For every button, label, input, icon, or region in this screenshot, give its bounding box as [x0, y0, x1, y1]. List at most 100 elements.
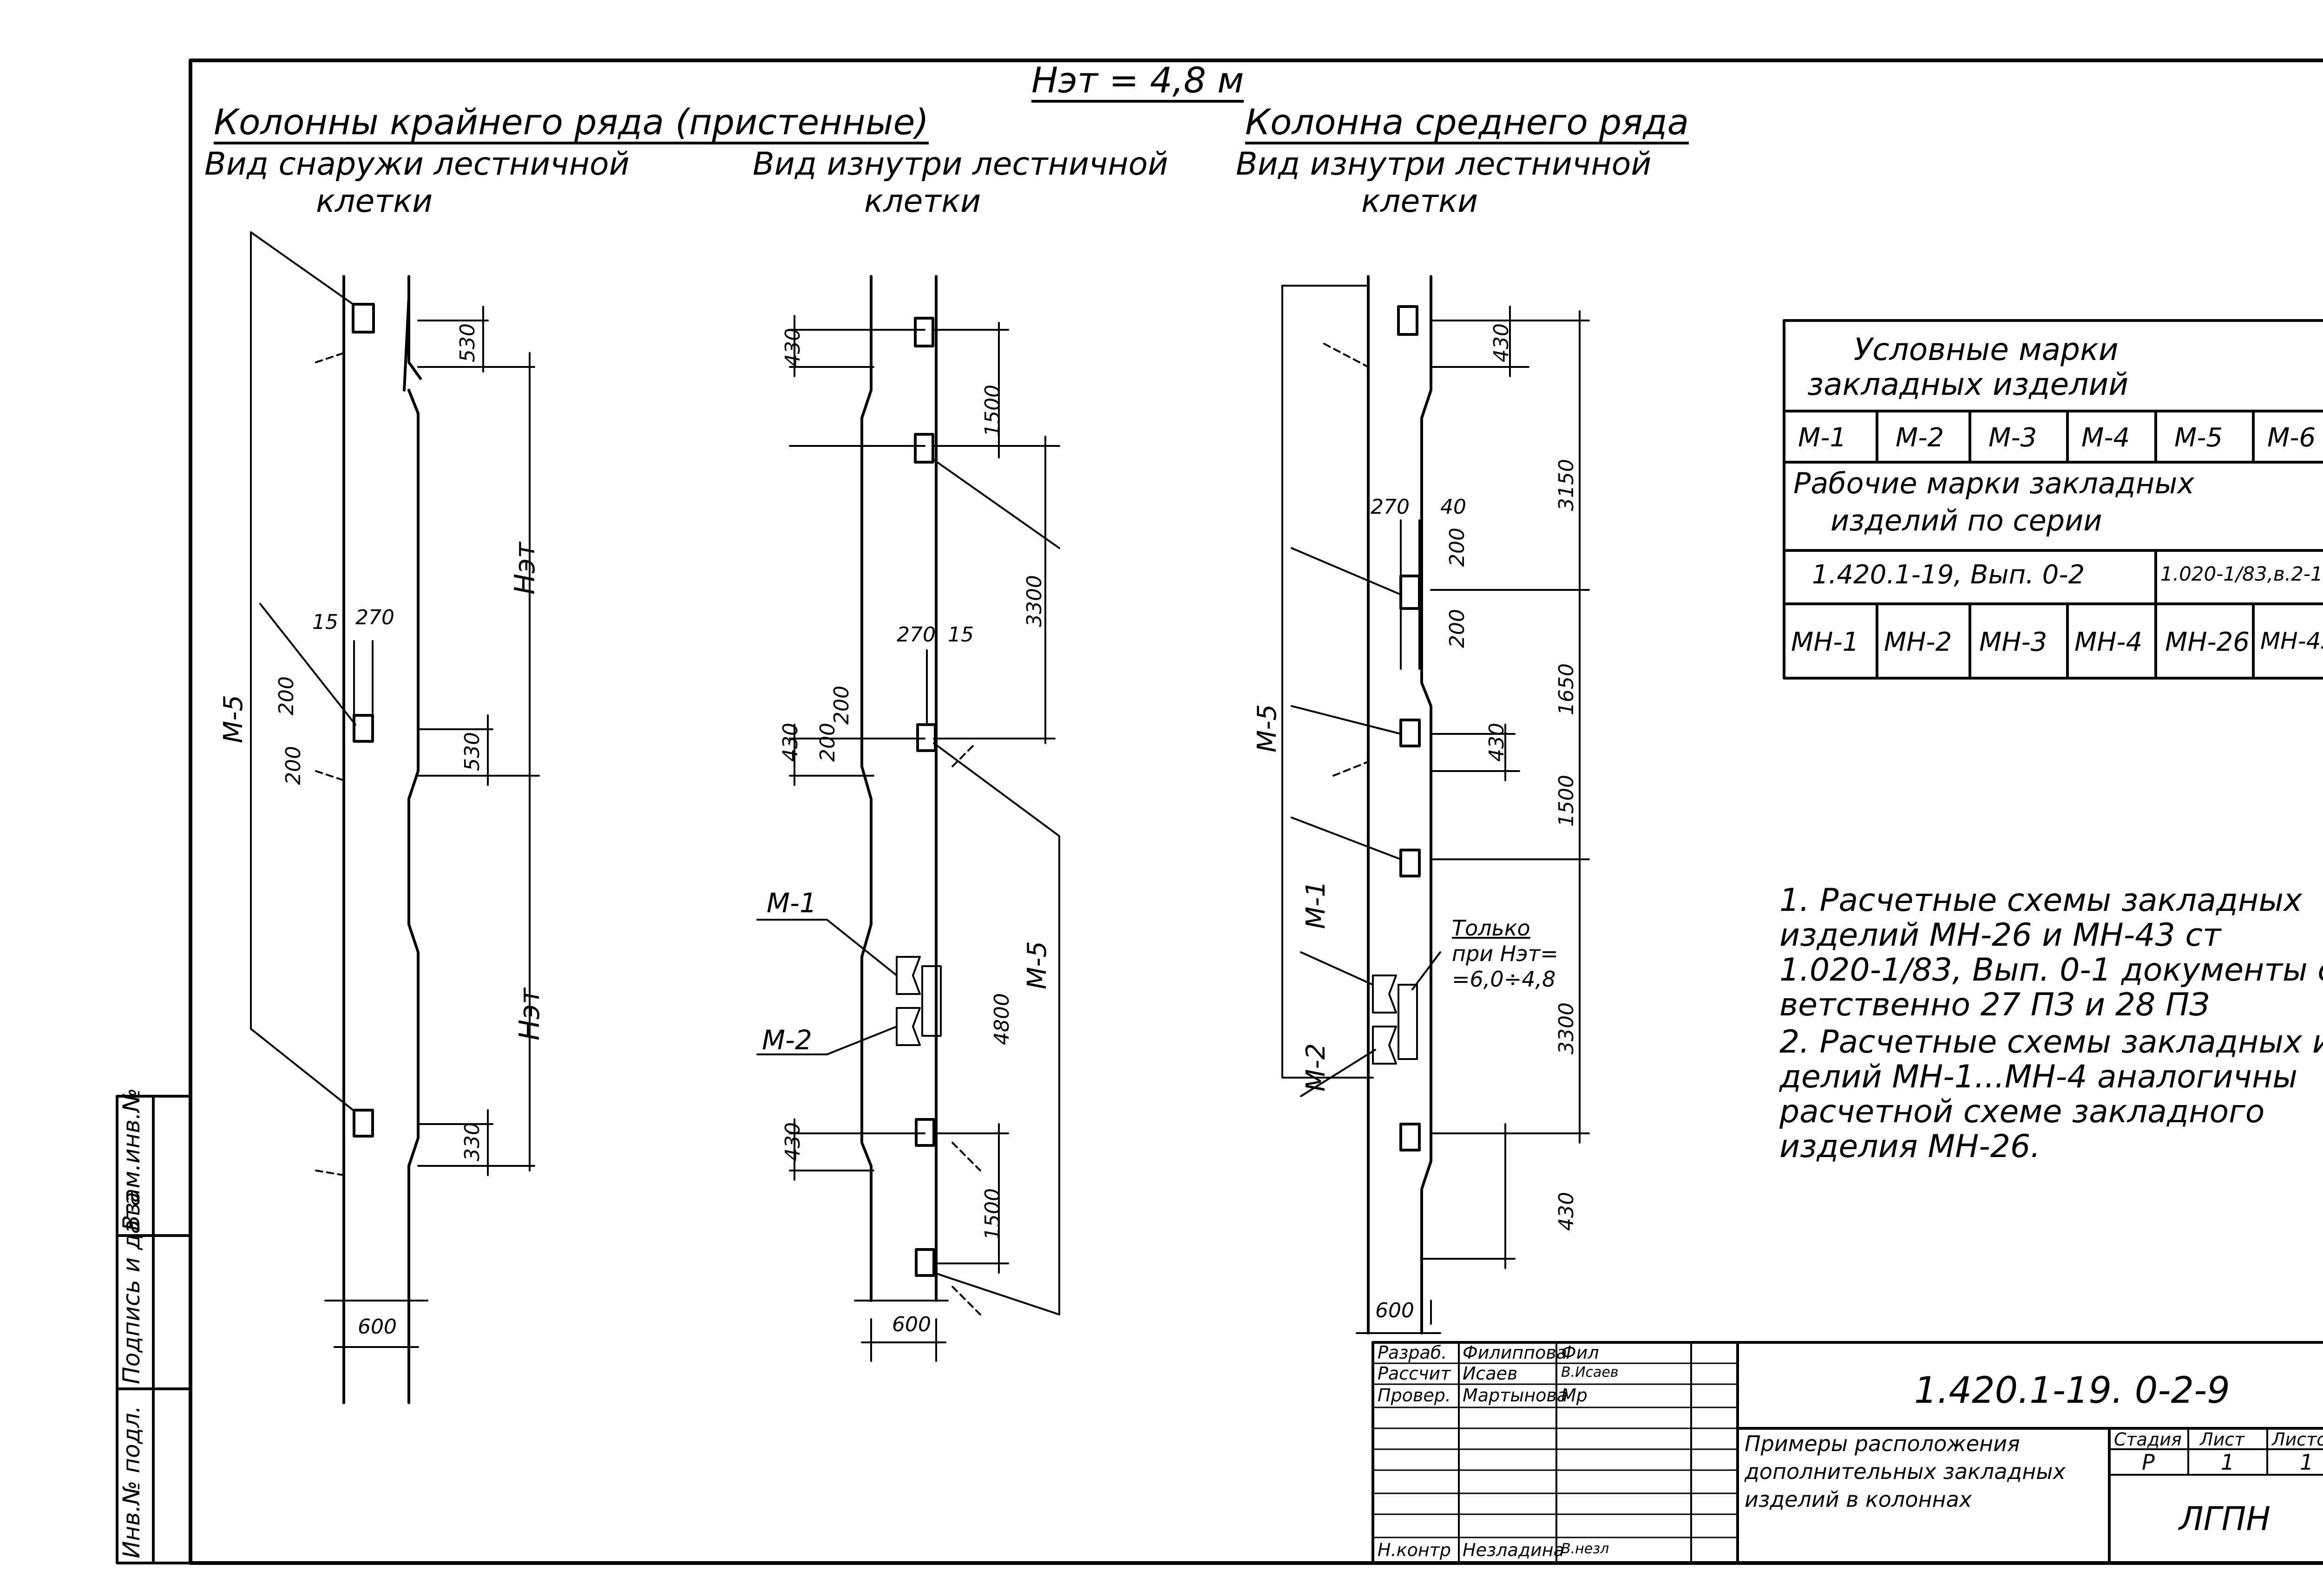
col2-dim: 4800 — [990, 993, 1014, 1045]
col3-note-line1: Только — [1452, 916, 1530, 941]
col3-note-line2: при Нэт= — [1452, 941, 1558, 966]
legend-mark: М-6 — [2267, 423, 2316, 453]
stamp-name: Исаев — [1463, 1363, 1518, 1384]
left-view1-title: Вид снаружи лестничной — [204, 146, 630, 183]
legend-series-b: 1.020-1/83,в.2-15 — [2160, 563, 2323, 585]
legend-work-mark: МН-26 — [2165, 627, 2250, 657]
side-strip-replace: Взам.инв.№ — [118, 1088, 145, 1231]
col2-dim: 270 — [897, 623, 936, 647]
left-group-title: Колонны крайнего ряда (пристенные) — [214, 105, 929, 144]
stamp-role: Н.контр — [1378, 1540, 1451, 1560]
stamp-code: 1.420.1-19. 0-2-9 — [1914, 1370, 2230, 1412]
col2-mark-m2: М-2 — [762, 1024, 812, 1056]
col3-dim: 200 — [1445, 609, 1469, 648]
col3-note-line3: =6,0÷4,8 — [1452, 967, 1556, 992]
stamp-sign: Мр — [1561, 1385, 1588, 1406]
legend-title-b: закладных изделий — [1807, 366, 2129, 402]
stamp-sign: В.Исаев — [1561, 1364, 1619, 1380]
stamp-sign: Фил — [1561, 1342, 1599, 1363]
col2-dim: 430 — [779, 723, 802, 762]
col1-dim: 600 — [358, 1315, 397, 1339]
stamp-stage: Р — [2142, 1450, 2155, 1475]
left-view2-title-b: клетки — [864, 183, 981, 220]
col3-mark-m5: М-5 — [1252, 704, 1282, 752]
right-view-title: Вид изнутри лестничной — [1236, 146, 1652, 183]
stamp-sheets-header: Листов — [2272, 1429, 2323, 1450]
col2-dim: 1500 — [981, 1188, 1004, 1240]
stamp-name: Мартынова — [1463, 1385, 1568, 1406]
col1-dim: 200 — [275, 676, 298, 715]
stamp-sheet-header: Лист — [2200, 1429, 2245, 1450]
col3-dim: 430 — [1485, 723, 1509, 762]
stamp-sheet: 1 — [2221, 1450, 2235, 1475]
col2-mark: М-5 — [1022, 941, 1052, 989]
col2-dim: 200 — [830, 686, 853, 725]
col3-dim: 200 — [1445, 528, 1469, 567]
col3-dim: 1650 — [1555, 663, 1578, 715]
col1-dim: 270 — [355, 606, 394, 629]
col1-dim: 200 — [282, 746, 305, 785]
height-note: Нэт = 4,8 м — [1031, 63, 1244, 103]
col1-dim: 530 — [460, 732, 484, 771]
note-line: 2. Расчетные схемы закладных из- — [1779, 1024, 2323, 1060]
col1-dim: 530 — [456, 323, 479, 362]
col3-dim: 40 — [1440, 495, 1466, 519]
side-strip-inv: Инв.№ подл. — [118, 1405, 145, 1558]
stamp-title-line: изделий в колоннах — [1745, 1487, 1972, 1512]
col1-dim: 330 — [460, 1122, 484, 1161]
col2-dim: 600 — [892, 1313, 931, 1336]
col2-dim: 15 — [948, 623, 974, 647]
legend-mark: М-2 — [1896, 423, 1944, 453]
col3-dim: 430 — [1555, 1192, 1578, 1231]
col1-mark: М-5 — [218, 694, 249, 743]
col3-dim: 600 — [1375, 1299, 1414, 1322]
stamp-sign: В.незл — [1561, 1541, 1609, 1557]
col1-dim: Нэт — [509, 542, 541, 595]
note-line: изделий МН-26 и МН-43 ст — [1779, 917, 2221, 954]
legend-mark: М-1 — [1798, 423, 1847, 453]
legend-mark: М-5 — [2174, 423, 2223, 453]
legend-series-a: 1.420.1-19, Вып. 0-2 — [1812, 560, 2085, 590]
stamp-role: Разраб. — [1378, 1342, 1447, 1363]
note-line: 1.020-1/83, Вып. 0-1 документы соот- — [1779, 952, 2323, 988]
note-line: ветственно 27 ПЗ и 28 ПЗ — [1779, 987, 2210, 1023]
stamp-title-line: дополнительных закладных — [1745, 1459, 2066, 1484]
stamp-name: Филиппова — [1463, 1342, 1568, 1363]
col3-mark-m2: М-2 — [1301, 1043, 1331, 1092]
col2-dim: 3300 — [1023, 575, 1046, 627]
col2-mark-m1: М-1 — [767, 887, 817, 919]
legend-work-mark: МН-1 — [1791, 627, 1859, 657]
right-view-title-b: клетки — [1361, 183, 1478, 220]
stamp-role: Провер. — [1378, 1385, 1451, 1406]
col2-dim: 200 — [816, 723, 840, 762]
col2-dim: 430 — [781, 1122, 805, 1161]
note-line: изделия МН-26. — [1779, 1128, 2041, 1165]
col3-dim: 270 — [1371, 495, 1410, 519]
left-view1-title-b: клетки — [316, 183, 433, 220]
stamp-title-line: Примеры расположения — [1745, 1431, 2020, 1456]
right-group-title: Колонна среднего ряда — [1245, 105, 1689, 144]
legend-subtitle-b: изделий по серии — [1831, 504, 2102, 537]
col3-dim: 3300 — [1555, 1002, 1578, 1054]
col3-dim: 3150 — [1555, 459, 1578, 511]
note-line: 1. Расчетные схемы закладных — [1779, 882, 2303, 919]
col3-dim: 1500 — [1555, 775, 1578, 827]
legend-mark: М-3 — [1988, 423, 2037, 453]
legend-work-mark: МН-3 — [1979, 627, 2047, 657]
legend-mark: М-4 — [2081, 423, 2130, 453]
legend-work-mark: МН-4 — [2074, 627, 2143, 657]
col1-dim: 15 — [312, 610, 338, 634]
stamp-role: Рассчит — [1378, 1363, 1451, 1384]
legend-work-mark: МН-2 — [1884, 627, 1952, 657]
stamp-name: Незладина — [1463, 1540, 1564, 1560]
col3-dim: 430 — [1490, 323, 1513, 362]
stamp-org: ЛГПН — [2179, 1500, 2271, 1538]
legend-title: Условные марки — [1854, 332, 2119, 367]
legend-subtitle: Рабочие марки закладных — [1793, 466, 2194, 500]
note-line: расчетной схеме закладного — [1779, 1093, 2265, 1130]
stamp-stage-header: Стадия — [2114, 1429, 2182, 1450]
note-line: делий МН-1...МН-4 аналогичны — [1779, 1059, 2298, 1095]
legend-work-mark: МН-43 — [2260, 628, 2323, 654]
col2-dim: 430 — [781, 328, 805, 367]
